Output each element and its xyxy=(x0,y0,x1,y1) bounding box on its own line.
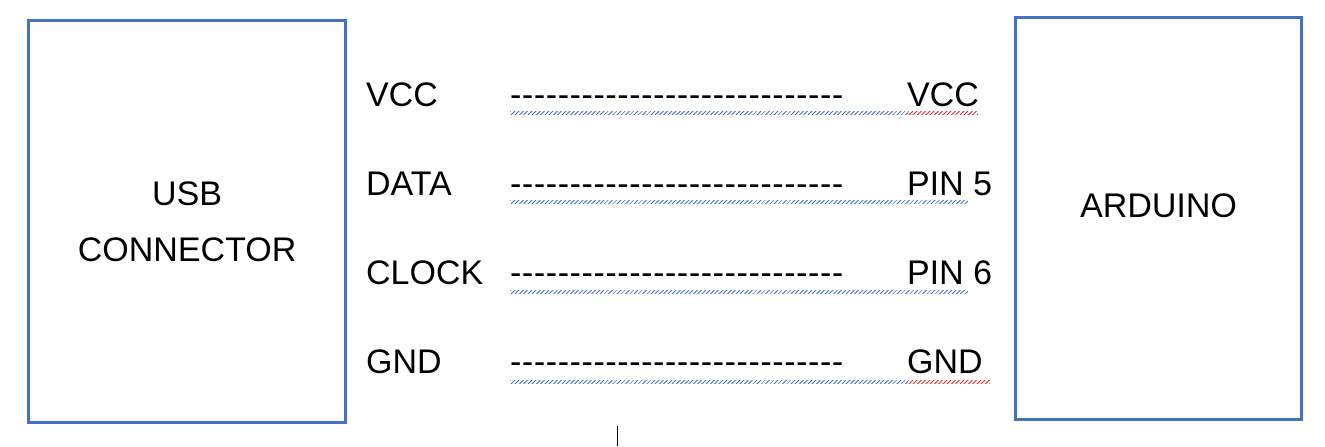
connection-dashes-data: ---------------------------- xyxy=(510,165,844,203)
arduino-box: ARDUINO xyxy=(1014,16,1303,421)
usb-connector-box: USB CONNECTOR xyxy=(27,19,347,424)
connection-target-data: PIN 5 xyxy=(907,165,993,203)
spelling-squiggle xyxy=(908,111,978,115)
connection-target-vcc: VCC xyxy=(907,76,979,114)
grammar-squiggle xyxy=(510,111,908,115)
grammar-squiggle xyxy=(510,380,908,384)
connection-dashes-vcc: ---------------------------- xyxy=(510,76,844,114)
spelling-squiggle xyxy=(908,380,990,384)
connection-target-gnd: GND xyxy=(907,343,983,381)
usb-connector-label-line1: USB xyxy=(152,174,222,213)
connection-label-gnd: GND xyxy=(366,343,442,381)
connection-dashes-clock: ---------------------------- xyxy=(510,254,844,292)
connection-target-clock: PIN 6 xyxy=(907,254,993,292)
usb-connector-label-line2: CONNECTOR xyxy=(77,230,297,269)
grammar-squiggle xyxy=(510,290,968,294)
text-cursor xyxy=(617,426,618,446)
connection-dashes-gnd: ---------------------------- xyxy=(510,343,844,381)
connection-label-vcc: VCC xyxy=(366,76,438,114)
connection-label-clock: CLOCK xyxy=(366,254,484,292)
arduino-label: ARDUINO xyxy=(1080,186,1237,225)
grammar-squiggle xyxy=(510,200,968,204)
connection-label-data: DATA xyxy=(366,165,452,203)
